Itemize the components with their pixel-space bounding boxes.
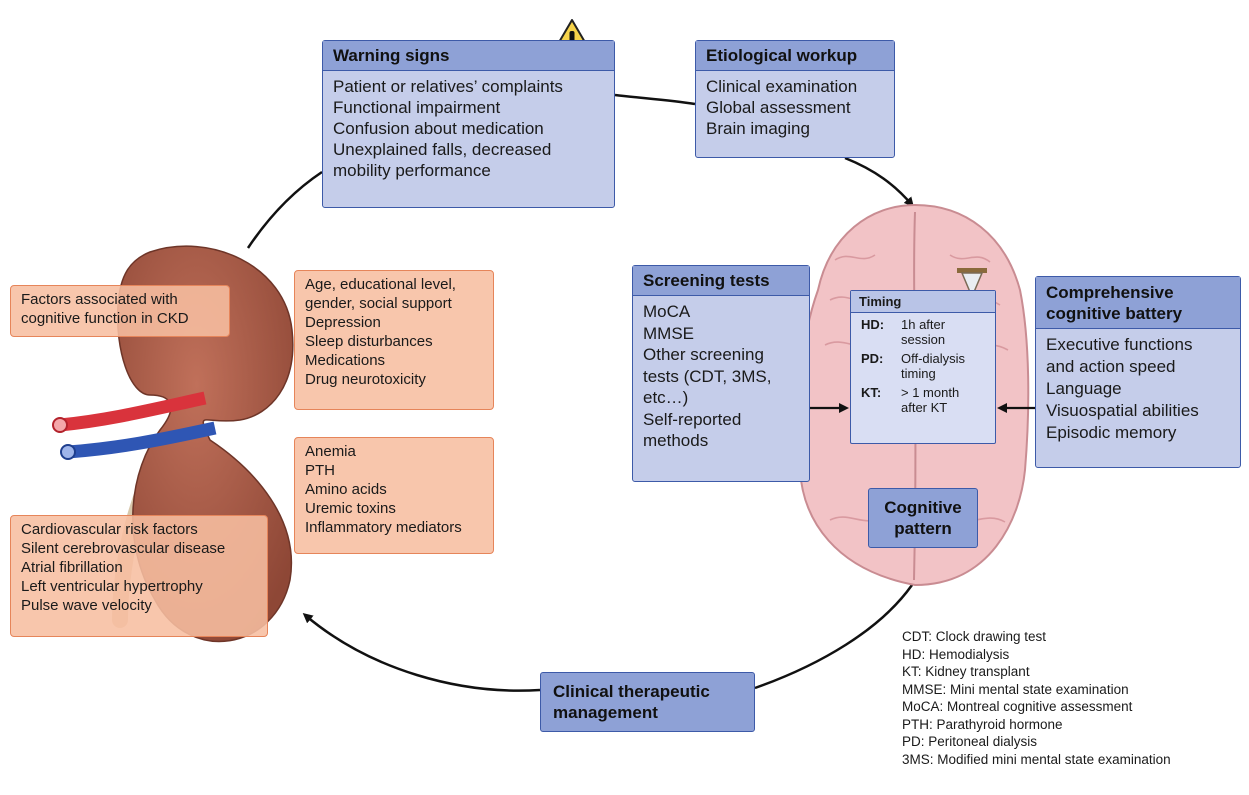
clinical-management-box: Clinical therapeutic management bbox=[540, 672, 755, 732]
abbreviation-item: HD: Hemodialysis bbox=[902, 646, 1010, 662]
battery-title-line: Comprehensive bbox=[1046, 283, 1174, 302]
clinical-management-line: management bbox=[553, 703, 658, 722]
warning-sign-item: mobility performance bbox=[333, 161, 491, 180]
timing-key: HD: bbox=[861, 317, 885, 332]
cognitive-pattern-line: Cognitive bbox=[884, 498, 962, 517]
timing-value: 1h after bbox=[901, 317, 946, 332]
screening-tests-title: Screening tests bbox=[633, 266, 809, 296]
factors-title-line: cognitive function in CKD bbox=[21, 310, 189, 327]
factor-item: Silent cerebrovascular disease bbox=[21, 540, 226, 557]
factor-item: Atrial fibrillation bbox=[21, 559, 123, 576]
abbreviation-item: 3MS: Modified mini mental state examinat… bbox=[902, 751, 1171, 767]
screening-item: Self-reported bbox=[643, 409, 742, 429]
factors-group-metabolic: Anemia PTH Amino acids Uremic toxins Inf… bbox=[294, 437, 494, 554]
cognitive-battery-box: Comprehensive cognitive battery Executiv… bbox=[1035, 276, 1241, 468]
cognitive-battery-title: Comprehensive cognitive battery bbox=[1036, 277, 1240, 329]
factor-item: Anemia bbox=[305, 443, 356, 460]
factor-item: Inflammatory mediators bbox=[305, 519, 462, 536]
battery-title-line: cognitive battery bbox=[1046, 304, 1183, 323]
timing-box: Timing HD: 1h after session PD: Off-dial… bbox=[850, 290, 996, 444]
warning-sign-item: Patient or relatives’ complaints bbox=[333, 77, 563, 96]
factor-item: Age, educational level, bbox=[305, 276, 456, 293]
factors-title-box: Factors associated with cognitive functi… bbox=[10, 285, 230, 337]
screening-item: MoCA bbox=[643, 302, 691, 321]
factor-item: Left ventricular hypertrophy bbox=[21, 578, 203, 595]
warning-signs-title: Warning signs bbox=[323, 41, 614, 71]
factor-item: Depression bbox=[305, 314, 381, 331]
abbreviation-item: MoCA: Montreal cognitive assessment bbox=[902, 699, 1133, 714]
abbreviation-legend: CDT: Clock drawing test HD: Hemodialysis… bbox=[902, 628, 1171, 768]
factors-group-psychosocial: Age, educational level, gender, social s… bbox=[294, 270, 494, 410]
warning-sign-item: Unexplained falls, decreased bbox=[333, 140, 552, 159]
battery-item: Executive functions bbox=[1046, 335, 1193, 354]
cycle-arc-workup-to-brain bbox=[844, 156, 914, 208]
timing-title: Timing bbox=[851, 291, 995, 313]
factor-item: Amino acids bbox=[305, 481, 387, 498]
screening-item: methods bbox=[643, 431, 709, 450]
timing-row-kt: KT: > 1 month after KT bbox=[857, 385, 989, 415]
battery-item: and action speed bbox=[1046, 357, 1176, 376]
factor-item: Drug neurotoxicity bbox=[305, 371, 426, 388]
screening-item: etc…) bbox=[643, 388, 689, 407]
factors-title-line: Factors associated with bbox=[21, 291, 178, 308]
factor-item: Medications bbox=[305, 352, 386, 369]
factor-item: Sleep disturbances bbox=[305, 333, 433, 350]
factors-group-cardiovascular: Cardiovascular risk factors Silent cereb… bbox=[10, 515, 268, 637]
cognitive-pattern-line: pattern bbox=[894, 519, 952, 538]
workup-item: Brain imaging bbox=[706, 119, 810, 138]
battery-item: Episodic memory bbox=[1046, 423, 1177, 442]
cognitive-pattern-box: Cognitive pattern bbox=[868, 488, 978, 548]
screening-item: Other screening bbox=[643, 345, 764, 364]
battery-item: Language bbox=[1046, 379, 1122, 398]
abbreviation-item: KT: Kidney transplant bbox=[902, 664, 1030, 679]
timing-row-pd: PD: Off-dialysis timing bbox=[857, 351, 989, 381]
timing-key: KT: bbox=[861, 385, 882, 400]
warning-sign-item: Functional impairment bbox=[333, 98, 501, 117]
timing-value: session bbox=[901, 332, 946, 347]
timing-value: timing bbox=[901, 366, 936, 381]
warning-sign-item: Confusion about medication bbox=[333, 119, 544, 138]
cycle-arc-management-to-kidney bbox=[302, 613, 541, 692]
timing-value: > 1 month bbox=[901, 385, 960, 400]
screening-tests-box: Screening tests MoCA MMSE Other screenin… bbox=[632, 265, 810, 482]
timing-value: Off-dialysis bbox=[901, 351, 966, 366]
workup-item: Clinical examination bbox=[706, 77, 858, 96]
timing-value: after KT bbox=[901, 400, 948, 415]
factor-item: Cardiovascular risk factors bbox=[21, 521, 198, 538]
abbreviation-item: CDT: Clock drawing test bbox=[902, 629, 1047, 644]
workup-item: Global assessment bbox=[706, 98, 851, 117]
clinical-management-line: Clinical therapeutic bbox=[553, 682, 710, 701]
abbreviation-item: PTH: Parathyroid hormone bbox=[902, 716, 1063, 732]
etiological-workup-box: Etiological workup Clinical examination … bbox=[695, 40, 895, 158]
screening-item: MMSE bbox=[643, 323, 694, 343]
abbreviation-item: MMSE: Mini mental state examination bbox=[902, 681, 1129, 697]
timing-row-hd: HD: 1h after session bbox=[857, 317, 989, 347]
factor-item: Uremic toxins bbox=[305, 500, 396, 517]
cycle-arc-brain-to-management bbox=[754, 584, 914, 690]
factor-item: gender, social support bbox=[305, 295, 452, 312]
factor-item: Pulse wave velocity bbox=[21, 597, 152, 614]
battery-item: Visuospatial abilities bbox=[1046, 401, 1199, 420]
cycle-arc-warning-to-workup bbox=[614, 93, 696, 106]
abbreviation-item: PD: Peritoneal dialysis bbox=[902, 734, 1038, 749]
warning-signs-box: Warning signs Patient or relatives’ comp… bbox=[322, 40, 615, 208]
screening-item: tests (CDT, 3MS, bbox=[643, 366, 772, 386]
etiological-workup-title: Etiological workup bbox=[696, 41, 894, 71]
timing-key: PD: bbox=[861, 351, 884, 366]
cycle-arc-kidney-to-warning bbox=[246, 170, 323, 249]
factor-item: PTH bbox=[305, 462, 335, 479]
